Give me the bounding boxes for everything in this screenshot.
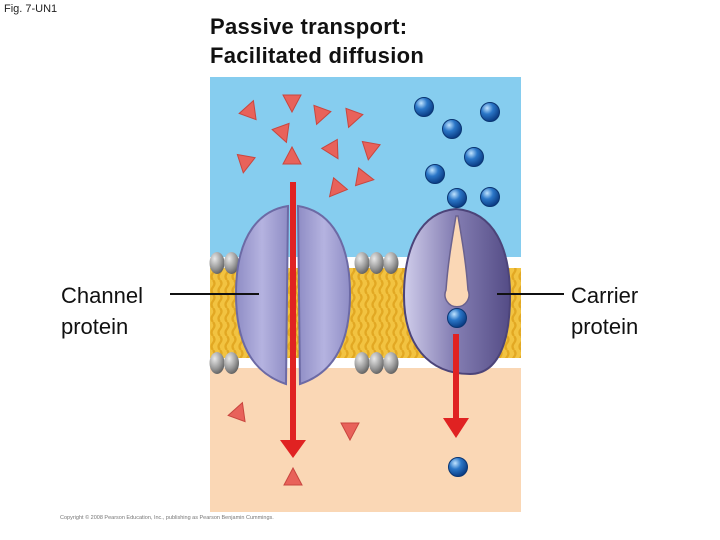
triangle-solute-icon — [328, 176, 349, 198]
triangle-solute-icon — [361, 140, 381, 161]
triangle-solute-icon — [271, 122, 290, 144]
phospholipid-head — [224, 352, 239, 374]
triangle-solute-icon — [282, 145, 302, 165]
triangle-solute-icon — [320, 138, 339, 160]
cytoplasm — [210, 368, 521, 512]
channel-label-line-1: Channel — [61, 283, 143, 308]
carrier-protein — [402, 207, 512, 376]
copyright-notice: Copyright © 2008 Pearson Education, Inc.… — [60, 515, 274, 521]
channel-protein — [234, 204, 352, 386]
triangle-solute-icon — [340, 422, 360, 442]
sphere-solute-icon — [447, 188, 467, 208]
sphere-solute-icon — [480, 187, 500, 207]
sphere-solute-icon — [480, 102, 500, 122]
solute-molecules — [227, 94, 500, 486]
diffusion-arrow-icon — [443, 334, 469, 438]
triangle-solute-icon — [236, 153, 256, 174]
channel-label-line-2: protein — [61, 314, 129, 339]
sphere-solute-icon — [414, 97, 434, 117]
triangle-solute-icon — [283, 466, 303, 486]
triangle-solute-icon — [238, 99, 257, 121]
phospholipid-head — [369, 352, 384, 374]
sphere-solute-icon — [425, 164, 445, 184]
phospholipid-head — [354, 252, 370, 274]
phospholipid-head — [209, 252, 225, 274]
phospholipid-head — [369, 252, 384, 274]
sphere-solute-icon — [448, 457, 468, 477]
sphere-solute-icon — [442, 119, 462, 139]
triangle-solute-icon — [345, 107, 364, 129]
phospholipid-head — [224, 252, 239, 274]
triangle-solute-icon — [282, 94, 302, 114]
title-line-1: Passive transport: — [210, 14, 408, 39]
carrier-label-line-2: protein — [571, 314, 639, 339]
carrier-label-line-1: Carrier — [571, 283, 639, 308]
title-line-2: Facilitated diffusion — [210, 43, 425, 68]
phospholipid-head — [383, 352, 399, 374]
diagram-title: Passive transport: Facilitated diffusion — [210, 12, 424, 70]
triangle-solute-icon — [313, 104, 332, 126]
diffusion-arrow-icon — [280, 182, 306, 458]
sphere-solute-icon — [464, 147, 484, 167]
carrier-protein-label: Carrier protein — [571, 280, 638, 342]
triangle-solute-icon — [227, 401, 246, 423]
figure-number: Fig. 7-UN1 — [4, 3, 58, 15]
phospholipid-head — [383, 252, 399, 274]
phospholipid-head — [354, 352, 370, 374]
phospholipid-head — [209, 352, 225, 374]
triangle-solute-icon — [354, 167, 375, 187]
sphere-solute-icon — [447, 308, 467, 328]
channel-protein-label: Channel protein — [61, 280, 143, 342]
